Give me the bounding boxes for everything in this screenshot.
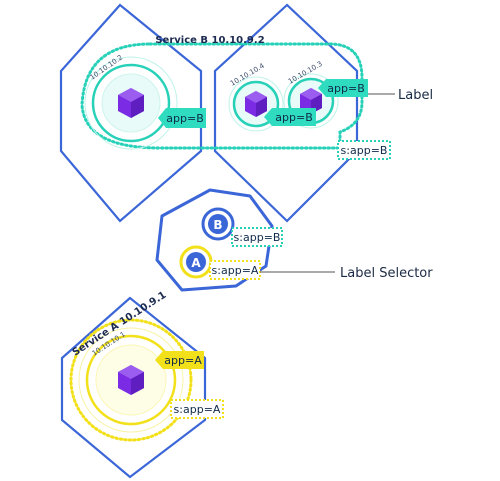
tag-app-b-left [158,108,206,128]
selector-a-text: s:app=A [174,403,221,416]
controller-selector-b-text: s:app=B [234,231,281,244]
cube-icon [118,88,144,118]
tag-app-b-mid [264,108,316,126]
tag-app-b-right-text: app=B [327,82,364,95]
tag-app-a [155,351,204,369]
service-b-icon[interactable]: B [201,207,235,241]
service-b-icon-letter: B [213,218,222,232]
service-a-icon-letter: A [191,256,201,270]
tag-app-b-right [318,79,368,97]
cube-icon [300,88,322,114]
label-selector-callout: Label Selector [340,266,433,281]
pod-b-left-ring [84,56,178,150]
selector-b-tag [337,140,391,160]
pod-a-ring [78,327,184,433]
controller-selector-b [231,227,283,247]
tag-app-b-left-text: app=B [166,112,203,125]
pod-b-mid-ring [228,76,284,132]
cube-icon [118,365,144,395]
service-b-envelope [80,42,364,150]
label-callout: Label [398,88,433,103]
service-b-title: Service B 10.10.9.2 [155,35,264,46]
selector-a-tag [170,399,224,419]
cube-icon [245,91,267,117]
pod-b-right-ring [283,73,339,129]
selector-b-text: s:app=B [341,144,388,157]
controller-selector-a-text: s:app=A [212,264,259,277]
tag-app-b-mid-text: app=B [275,111,312,124]
tag-app-a-text: app=A [164,354,202,367]
service-a-icon[interactable]: A [179,245,213,279]
service-a-envelope [69,318,193,442]
controller-selector-a [209,260,261,280]
